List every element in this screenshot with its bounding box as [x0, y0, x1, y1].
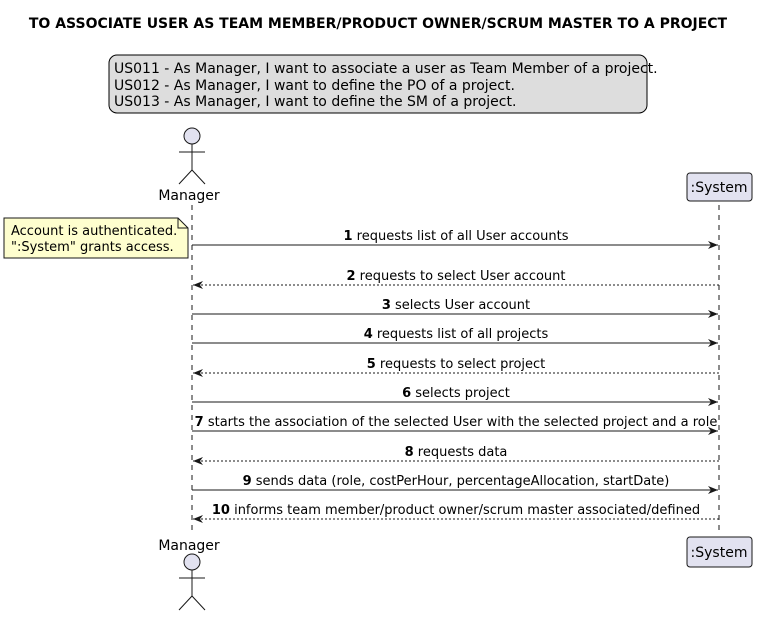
messages: 1 requests list of all User accounts 2 re… — [192, 229, 719, 523]
message-text-5: requests to select project — [376, 357, 546, 372]
message-text-8: requests data — [414, 445, 508, 460]
manager-actor-bottom: Manager — [158, 538, 220, 611]
note-line-2: ":System" grants access. — [11, 240, 174, 255]
message-number-7: 7 — [195, 415, 204, 430]
message-number-1: 1 — [343, 229, 352, 244]
message-number-10: 10 — [212, 503, 230, 518]
message-number-5: 5 — [367, 357, 376, 372]
message-number-6: 6 — [402, 386, 411, 401]
message-text-6: selects project — [411, 386, 510, 401]
message-number-2: 2 — [347, 269, 356, 284]
system-label-top: :System — [691, 180, 748, 196]
message-label-4: 4 requests list of all projects — [364, 327, 549, 342]
message-label-5: 5 requests to select project — [367, 357, 546, 372]
message-label-3: 3 selects User account — [382, 298, 530, 313]
legend-line-1: US011 - As Manager, I want to associate … — [114, 61, 658, 77]
message-text-4: requests list of all projects — [373, 327, 549, 342]
message-text-2: requests to select User account — [356, 269, 566, 284]
message-number-3: 3 — [382, 298, 391, 313]
message-text-3: selects User account — [391, 298, 530, 313]
message-number-8: 8 — [405, 445, 414, 460]
diagram-title: TO ASSOCIATE USER AS TEAM MEMBER/PRODUCT… — [29, 16, 728, 32]
legend-line-2: US012 - As Manager, I want to define the… — [114, 78, 515, 94]
message-label-9: 9 sends data (role, costPerHour, percent… — [243, 474, 670, 489]
message-number-9: 9 — [243, 474, 252, 489]
message-text-1: requests list of all User accounts — [353, 229, 569, 244]
manager-label-bottom: Manager — [158, 538, 220, 554]
message-text-10: informs team member/product owner/scrum … — [230, 503, 700, 518]
message-label-6: 6 selects project — [402, 386, 510, 401]
message-label-1: 1 requests list of all User accounts — [343, 229, 568, 244]
message-label-8: 8 requests data — [405, 445, 508, 460]
message-label-7: 7 starts the association of the selected… — [195, 415, 718, 430]
manager-label-top: Manager — [158, 188, 220, 204]
message-label-2: 2 requests to select User account — [347, 269, 566, 284]
note-line-1: Account is authenticated. — [11, 224, 177, 239]
system-participant-top: :System — [686, 172, 753, 202]
legend: US011 - As Manager, I want to associate … — [108, 54, 658, 114]
message-number-4: 4 — [364, 327, 373, 342]
auth-note: Account is authenticated. ":System" gran… — [3, 217, 189, 259]
message-text-9: sends data (role, costPerHour, percentag… — [252, 474, 670, 489]
message-text-7: starts the association of the selected U… — [204, 415, 718, 430]
legend-line-3: US013 - As Manager, I want to define the… — [114, 94, 516, 110]
system-participant-bottom: :System — [686, 536, 753, 568]
message-label-10: 10 informs team member/product owner/scr… — [212, 503, 700, 518]
manager-actor-top: Manager — [158, 127, 220, 204]
system-label-bottom: :System — [691, 545, 748, 561]
